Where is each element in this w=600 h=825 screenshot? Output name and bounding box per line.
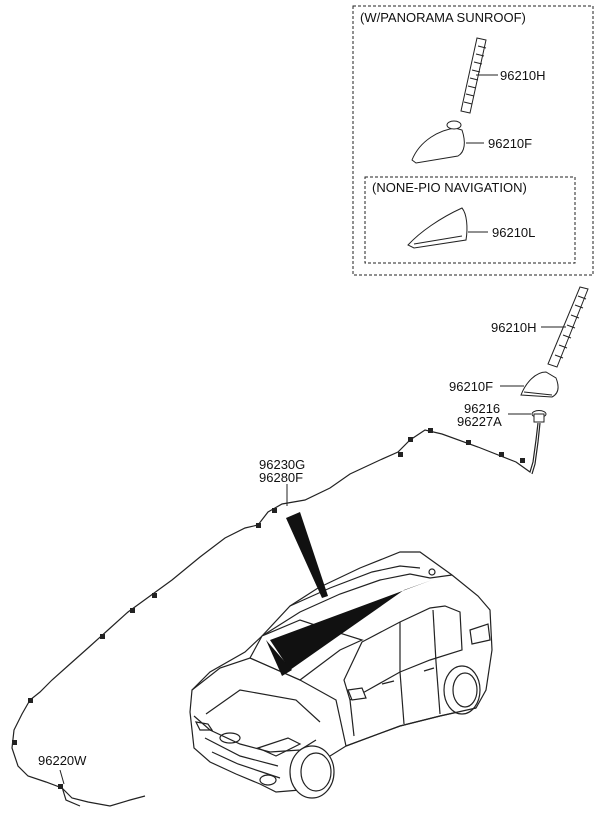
callout-wedge-antenna xyxy=(270,580,432,670)
label-cable-a: 96230G xyxy=(259,457,305,472)
vehicle-drawing xyxy=(189,551,493,799)
panorama-sunroof-option-box: (W/PANORAMA SUNROOF) 96210H 96210F (NONE… xyxy=(352,5,594,276)
none-pio-navigation-title: (NONE-PIO NAVIGATION) xyxy=(372,180,527,195)
antenna-rod-drawing xyxy=(541,286,589,368)
label-antenna-base: 96210F xyxy=(449,379,493,394)
label-main-cable: 96220W xyxy=(38,753,87,768)
label-box-antenna-rod: 96210H xyxy=(500,68,546,83)
panorama-sunroof-title: (W/PANORAMA SUNROOF) xyxy=(360,10,526,25)
label-antenna-rod: 96210H xyxy=(491,320,537,335)
cable-clips xyxy=(12,428,525,789)
none-pio-navigation-option-box: (NONE-PIO NAVIGATION) 96210L xyxy=(364,176,576,264)
grommet-drawing xyxy=(508,410,547,423)
antenna-base-box-drawing xyxy=(411,120,484,164)
label-grommet-b: 96227A xyxy=(457,414,502,429)
callout-wedge-cable xyxy=(286,512,328,598)
antenna-rod-box-drawing xyxy=(460,37,498,114)
label-box-shark-fin: 96210L xyxy=(492,225,535,240)
label-box-antenna-base: 96210F xyxy=(488,136,532,151)
label-grommet-a: 96216 xyxy=(464,401,500,416)
antenna-base-drawing xyxy=(500,371,559,398)
callout-wedge-antenna-lower xyxy=(266,640,292,676)
label-cable-b: 96280F xyxy=(259,470,303,485)
main-cable-leader-line xyxy=(59,769,65,785)
